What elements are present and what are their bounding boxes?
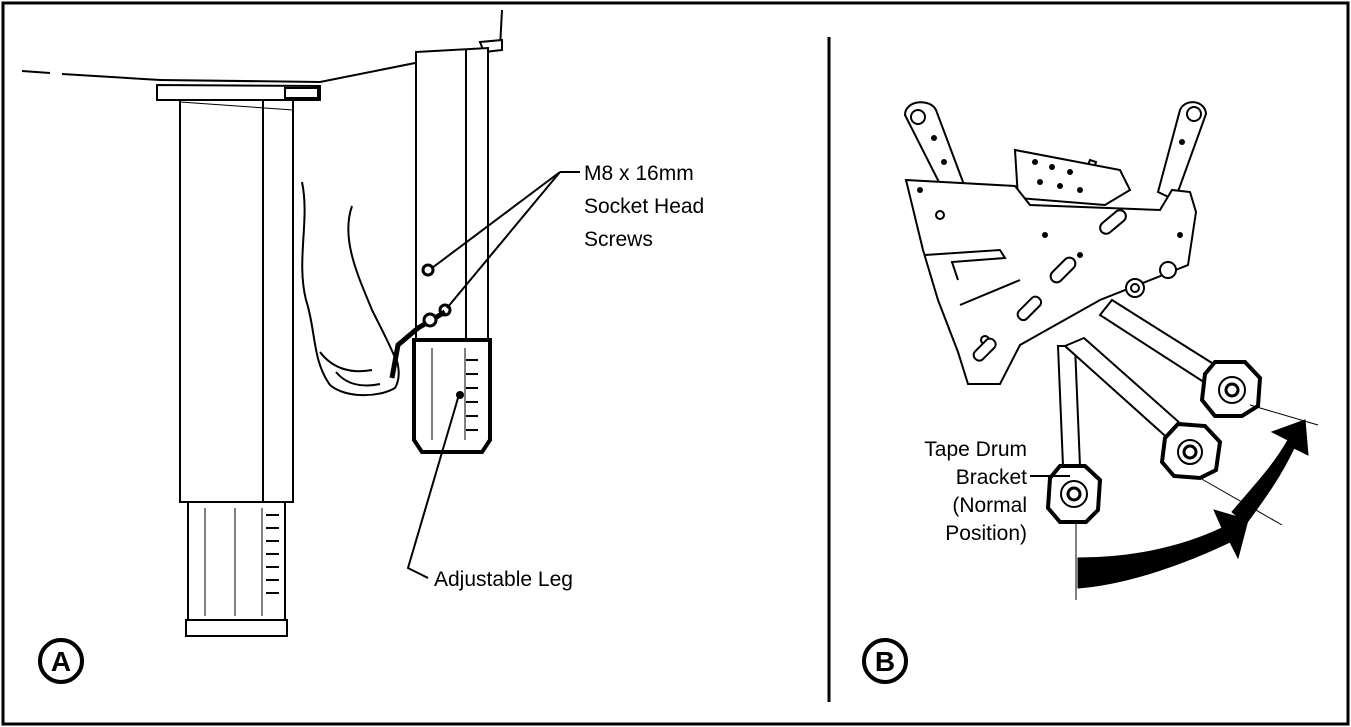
bracket-label-line-4: Position) [945,522,1027,545]
rotation-arrows [1077,419,1309,589]
rear-leg [412,46,492,454]
screws-label-line-1: M8 x 16mm [584,162,694,185]
bracket-label-line-3: (Normal [952,494,1027,517]
panel-a: M8 x 16mm Socket Head Screws Adjustable … [21,9,704,684]
socket-screw-upper [421,263,435,277]
panel-b-marker: B [862,638,908,684]
tape-drum-bracket-mid [1063,336,1223,481]
main-plate [904,178,1198,385]
panel-b: Tape Drum Bracket (Normal Position) B [862,101,1319,684]
tape-drum-bracket-raised [1098,298,1263,418]
screws-label-line-3: Screws [584,228,653,251]
bracket-label-line-2: Bracket [956,466,1027,489]
screws-callout: M8 x 16mm Socket Head Screws [431,162,704,309]
panel-b-label: B [875,646,895,677]
bracket-callout: Tape Drum Bracket (Normal Position) [924,438,1070,545]
bracket-label-line-1: Tape Drum [924,438,1027,461]
panel-a-label: A [51,646,71,677]
adjustable-leg-hole [456,391,464,399]
upper-plate [1013,148,1132,207]
screws-label-line-2: Socket Head [584,195,704,218]
leg-callout: Adjustable Leg [406,397,573,591]
tape-drum-bracket-normal [1045,345,1103,524]
leg-label: Adjustable Leg [434,568,573,591]
hand-with-hex-key [301,181,447,397]
front-leg [179,99,294,637]
panel-a-marker: A [38,638,84,684]
table-top [21,9,503,101]
